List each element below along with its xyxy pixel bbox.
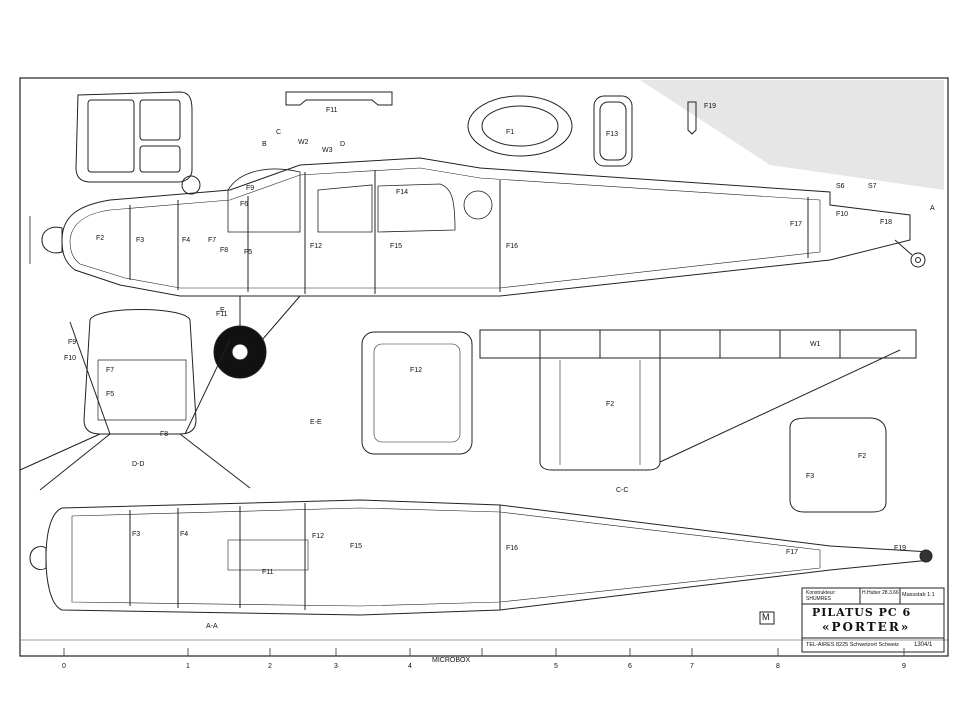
label-door-f5: F5 xyxy=(106,391,114,398)
label-f5: F5 xyxy=(244,249,252,256)
label-f12: F12 xyxy=(310,243,322,250)
label-f15: F15 xyxy=(390,243,402,250)
title-scale: Massstab 1:1 xyxy=(902,592,935,598)
title-company: TEL-AIRES 8225 Schwetzort Schweiz xyxy=(806,642,899,648)
label-right-f2: F2 xyxy=(858,453,866,460)
grid-number: 9 xyxy=(902,663,906,670)
label-s6: S6 xyxy=(836,183,845,190)
label-door-f9: F9 xyxy=(68,339,76,346)
label-door-f8: F8 xyxy=(160,431,168,438)
grid-number: 2 xyxy=(268,663,272,670)
top-view-fuselage xyxy=(29,499,933,616)
label-view-aa: A-A xyxy=(206,623,218,630)
signature-mark: M xyxy=(762,612,770,622)
grid-number: 6 xyxy=(628,663,632,670)
label-w3: W3 xyxy=(322,147,333,154)
shaded-area xyxy=(640,80,944,190)
label-s7: S7 xyxy=(868,183,877,190)
label-top-f19: F19 xyxy=(894,545,906,552)
label-marker-c: C xyxy=(276,129,281,136)
grid-number: 4 xyxy=(408,663,412,670)
label-right-f3: F3 xyxy=(806,473,814,480)
grid-number: 1 xyxy=(186,663,190,670)
grid-number: 0 xyxy=(62,663,66,670)
label-top-f16: F16 xyxy=(506,545,518,552)
title-name-line1: PILATUS PC 6 xyxy=(812,606,912,619)
cabin-door-view xyxy=(19,309,251,491)
label-f1: F1 xyxy=(506,129,514,136)
label-f4: F4 xyxy=(182,237,190,244)
label-door-f7: F7 xyxy=(106,367,114,374)
label-top-f4: F4 xyxy=(180,531,188,538)
label-w2: W2 xyxy=(298,139,309,146)
grid-number: 3 xyxy=(334,663,338,670)
label-f16: F16 xyxy=(506,243,518,250)
label-f3: F3 xyxy=(136,237,144,244)
label-top-f15: F15 xyxy=(350,543,362,550)
label-top-f12: F12 xyxy=(312,533,324,540)
grid-ticks xyxy=(63,648,905,656)
grid-number: 7 xyxy=(690,663,694,670)
label-f7: F7 xyxy=(208,237,216,244)
label-f6: F6 xyxy=(240,201,248,208)
side-view-fuselage xyxy=(29,157,926,379)
label-panel-f12: F12 xyxy=(410,367,422,374)
label-door-f10: F10 xyxy=(64,355,76,362)
title-date: H.Huber 28.3.66 xyxy=(862,590,899,596)
label-marker-e: E xyxy=(220,307,225,314)
grid-number: 8 xyxy=(776,663,780,670)
label-f14: F14 xyxy=(396,189,408,196)
title-drawing-number: 1304/1 xyxy=(914,642,933,648)
label-w1: W1 xyxy=(810,341,821,348)
label-section-ee: E-E xyxy=(310,419,322,426)
label-f11: F11 xyxy=(326,107,338,114)
top-left-panels xyxy=(75,91,697,195)
grid-number: 5 xyxy=(554,663,558,670)
label-f19: F19 xyxy=(704,103,716,110)
sheet-border xyxy=(19,77,949,657)
label-marker-d: D xyxy=(340,141,345,148)
label-f8: F8 xyxy=(220,247,228,254)
label-section-cc: C-C xyxy=(616,487,628,494)
label-f13: F13 xyxy=(606,131,618,138)
grid-numbers: 0 1 2 3 4 5 6 7 8 9 xyxy=(62,663,906,670)
label-f17: F17 xyxy=(790,221,802,228)
label-top-f3: F3 xyxy=(132,531,140,538)
label-f11-side: F11 xyxy=(216,311,228,318)
label-floor-f2: F2 xyxy=(606,401,614,408)
label-top-f17: F17 xyxy=(786,549,798,556)
title-drawn-by: Konstrukteur: SHUMRES xyxy=(806,590,836,602)
label-f18: F18 xyxy=(880,219,892,226)
label-top-f11: F11 xyxy=(262,569,274,576)
label-f9: F9 xyxy=(246,185,254,192)
microbox-label: MICROBOX xyxy=(432,657,470,664)
label-marker-a: A xyxy=(930,205,935,212)
center-panels xyxy=(361,329,917,513)
title-block xyxy=(759,587,945,653)
label-marker-b: B xyxy=(262,141,267,148)
title-name-line2: «PORTER» xyxy=(822,620,911,634)
label-section-dd: D-D xyxy=(132,461,144,468)
label-f10: F10 xyxy=(836,211,848,218)
label-f2: F2 xyxy=(96,235,104,242)
